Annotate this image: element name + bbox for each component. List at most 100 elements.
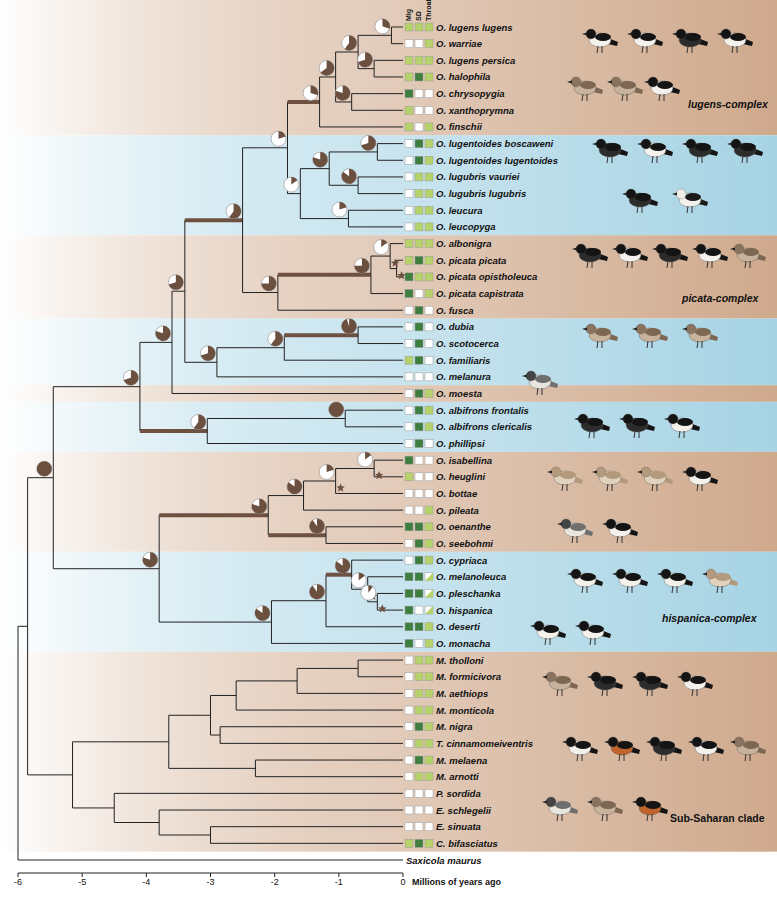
branch bbox=[335, 468, 336, 493]
pie-slice bbox=[381, 240, 387, 248]
bird-back bbox=[560, 471, 576, 479]
branch bbox=[358, 660, 359, 677]
bird-beak bbox=[567, 573, 572, 576]
trait-square bbox=[425, 206, 433, 214]
bird-beak bbox=[542, 676, 547, 679]
bird-illustration bbox=[730, 737, 766, 761]
axis-tick bbox=[17, 873, 18, 877]
taxon-label: O. dubia bbox=[436, 320, 474, 333]
trait-square bbox=[405, 323, 413, 331]
bird-back bbox=[570, 523, 586, 531]
clade-band bbox=[0, 552, 777, 652]
branch bbox=[159, 622, 271, 623]
bird-illustration bbox=[677, 672, 713, 696]
branch bbox=[329, 152, 330, 185]
branch bbox=[171, 291, 172, 393]
axis-tick bbox=[210, 873, 211, 877]
branch bbox=[374, 76, 403, 77]
branch bbox=[236, 680, 297, 681]
trait-square bbox=[405, 273, 413, 281]
branch bbox=[348, 210, 349, 227]
trait-square bbox=[425, 589, 433, 597]
bird-head bbox=[636, 672, 646, 682]
bird-head bbox=[526, 371, 536, 381]
bird-beak bbox=[574, 418, 579, 421]
bird-back bbox=[640, 33, 656, 41]
bird-illustration bbox=[632, 797, 668, 821]
bird-illustration bbox=[547, 467, 583, 491]
bird-illustration bbox=[567, 569, 603, 593]
branch bbox=[53, 386, 140, 387]
bird-leg bbox=[589, 431, 590, 438]
bird-back bbox=[625, 248, 641, 256]
bird-head bbox=[668, 414, 678, 424]
bird-illustration bbox=[604, 737, 640, 761]
branch bbox=[374, 460, 375, 477]
bird-leg bbox=[550, 638, 551, 645]
bird-back bbox=[730, 33, 746, 41]
clade-band bbox=[0, 385, 777, 402]
taxon-label: O. heuglini bbox=[436, 470, 485, 483]
bird-leg bbox=[652, 814, 653, 821]
branch bbox=[139, 342, 140, 431]
bird-back bbox=[659, 741, 675, 749]
trait-square bbox=[425, 806, 433, 814]
pie-slice bbox=[345, 35, 357, 50]
bird-beak bbox=[604, 741, 609, 744]
bird-head bbox=[596, 139, 606, 149]
branch bbox=[287, 193, 300, 194]
pie-slice bbox=[382, 19, 390, 29]
bird-illustration bbox=[612, 569, 648, 593]
bird-beak bbox=[632, 676, 637, 679]
axis-tick bbox=[274, 873, 275, 877]
bird-back bbox=[632, 418, 648, 426]
taxon-label: O. picata opistholeuca bbox=[436, 270, 537, 283]
bird-leg bbox=[602, 814, 603, 821]
star-marker bbox=[336, 483, 345, 491]
bird-leg bbox=[750, 754, 751, 761]
branch bbox=[207, 418, 345, 419]
bird-leg bbox=[582, 586, 583, 593]
branch bbox=[325, 575, 326, 627]
bird-back bbox=[645, 801, 661, 809]
pie-chart bbox=[123, 370, 138, 385]
taxon-label: O. lugens lugens bbox=[436, 21, 513, 34]
taxon-label: O. finschii bbox=[436, 120, 482, 133]
clade-band bbox=[0, 319, 777, 386]
bird-back bbox=[665, 248, 681, 256]
taxon-label: O. melanoleuca bbox=[436, 570, 506, 583]
bird-leg bbox=[747, 156, 748, 163]
branch bbox=[374, 460, 403, 461]
trait-square bbox=[425, 273, 433, 281]
trait-square bbox=[415, 206, 423, 214]
bird-back bbox=[555, 801, 571, 809]
taxon-label: M. nigra bbox=[436, 720, 472, 733]
branch bbox=[210, 827, 211, 844]
trait-square bbox=[405, 473, 413, 481]
bird-leg bbox=[595, 638, 596, 645]
bird-beak bbox=[672, 33, 677, 36]
branch bbox=[391, 43, 403, 44]
trait-square bbox=[405, 773, 413, 781]
branch bbox=[220, 727, 221, 744]
branch bbox=[255, 760, 403, 761]
branch bbox=[255, 776, 403, 777]
bird-illustration bbox=[575, 621, 611, 645]
branch bbox=[73, 807, 115, 808]
branch bbox=[207, 419, 208, 444]
bird-leg bbox=[545, 638, 546, 645]
bird-illustration bbox=[682, 467, 718, 491]
pie-chart bbox=[284, 177, 299, 192]
taxon-label: O. picata capistrata bbox=[436, 287, 524, 300]
bird-leg bbox=[597, 46, 598, 53]
bird-back bbox=[715, 573, 731, 581]
clade-band bbox=[0, 135, 777, 235]
bird-leg bbox=[661, 754, 662, 761]
bird-head bbox=[606, 519, 616, 529]
trait-square bbox=[405, 739, 413, 747]
star-marker bbox=[391, 259, 400, 267]
trait-square bbox=[405, 123, 413, 131]
branch bbox=[336, 51, 358, 52]
bird-illustration bbox=[530, 621, 566, 645]
bird-head bbox=[616, 569, 626, 579]
